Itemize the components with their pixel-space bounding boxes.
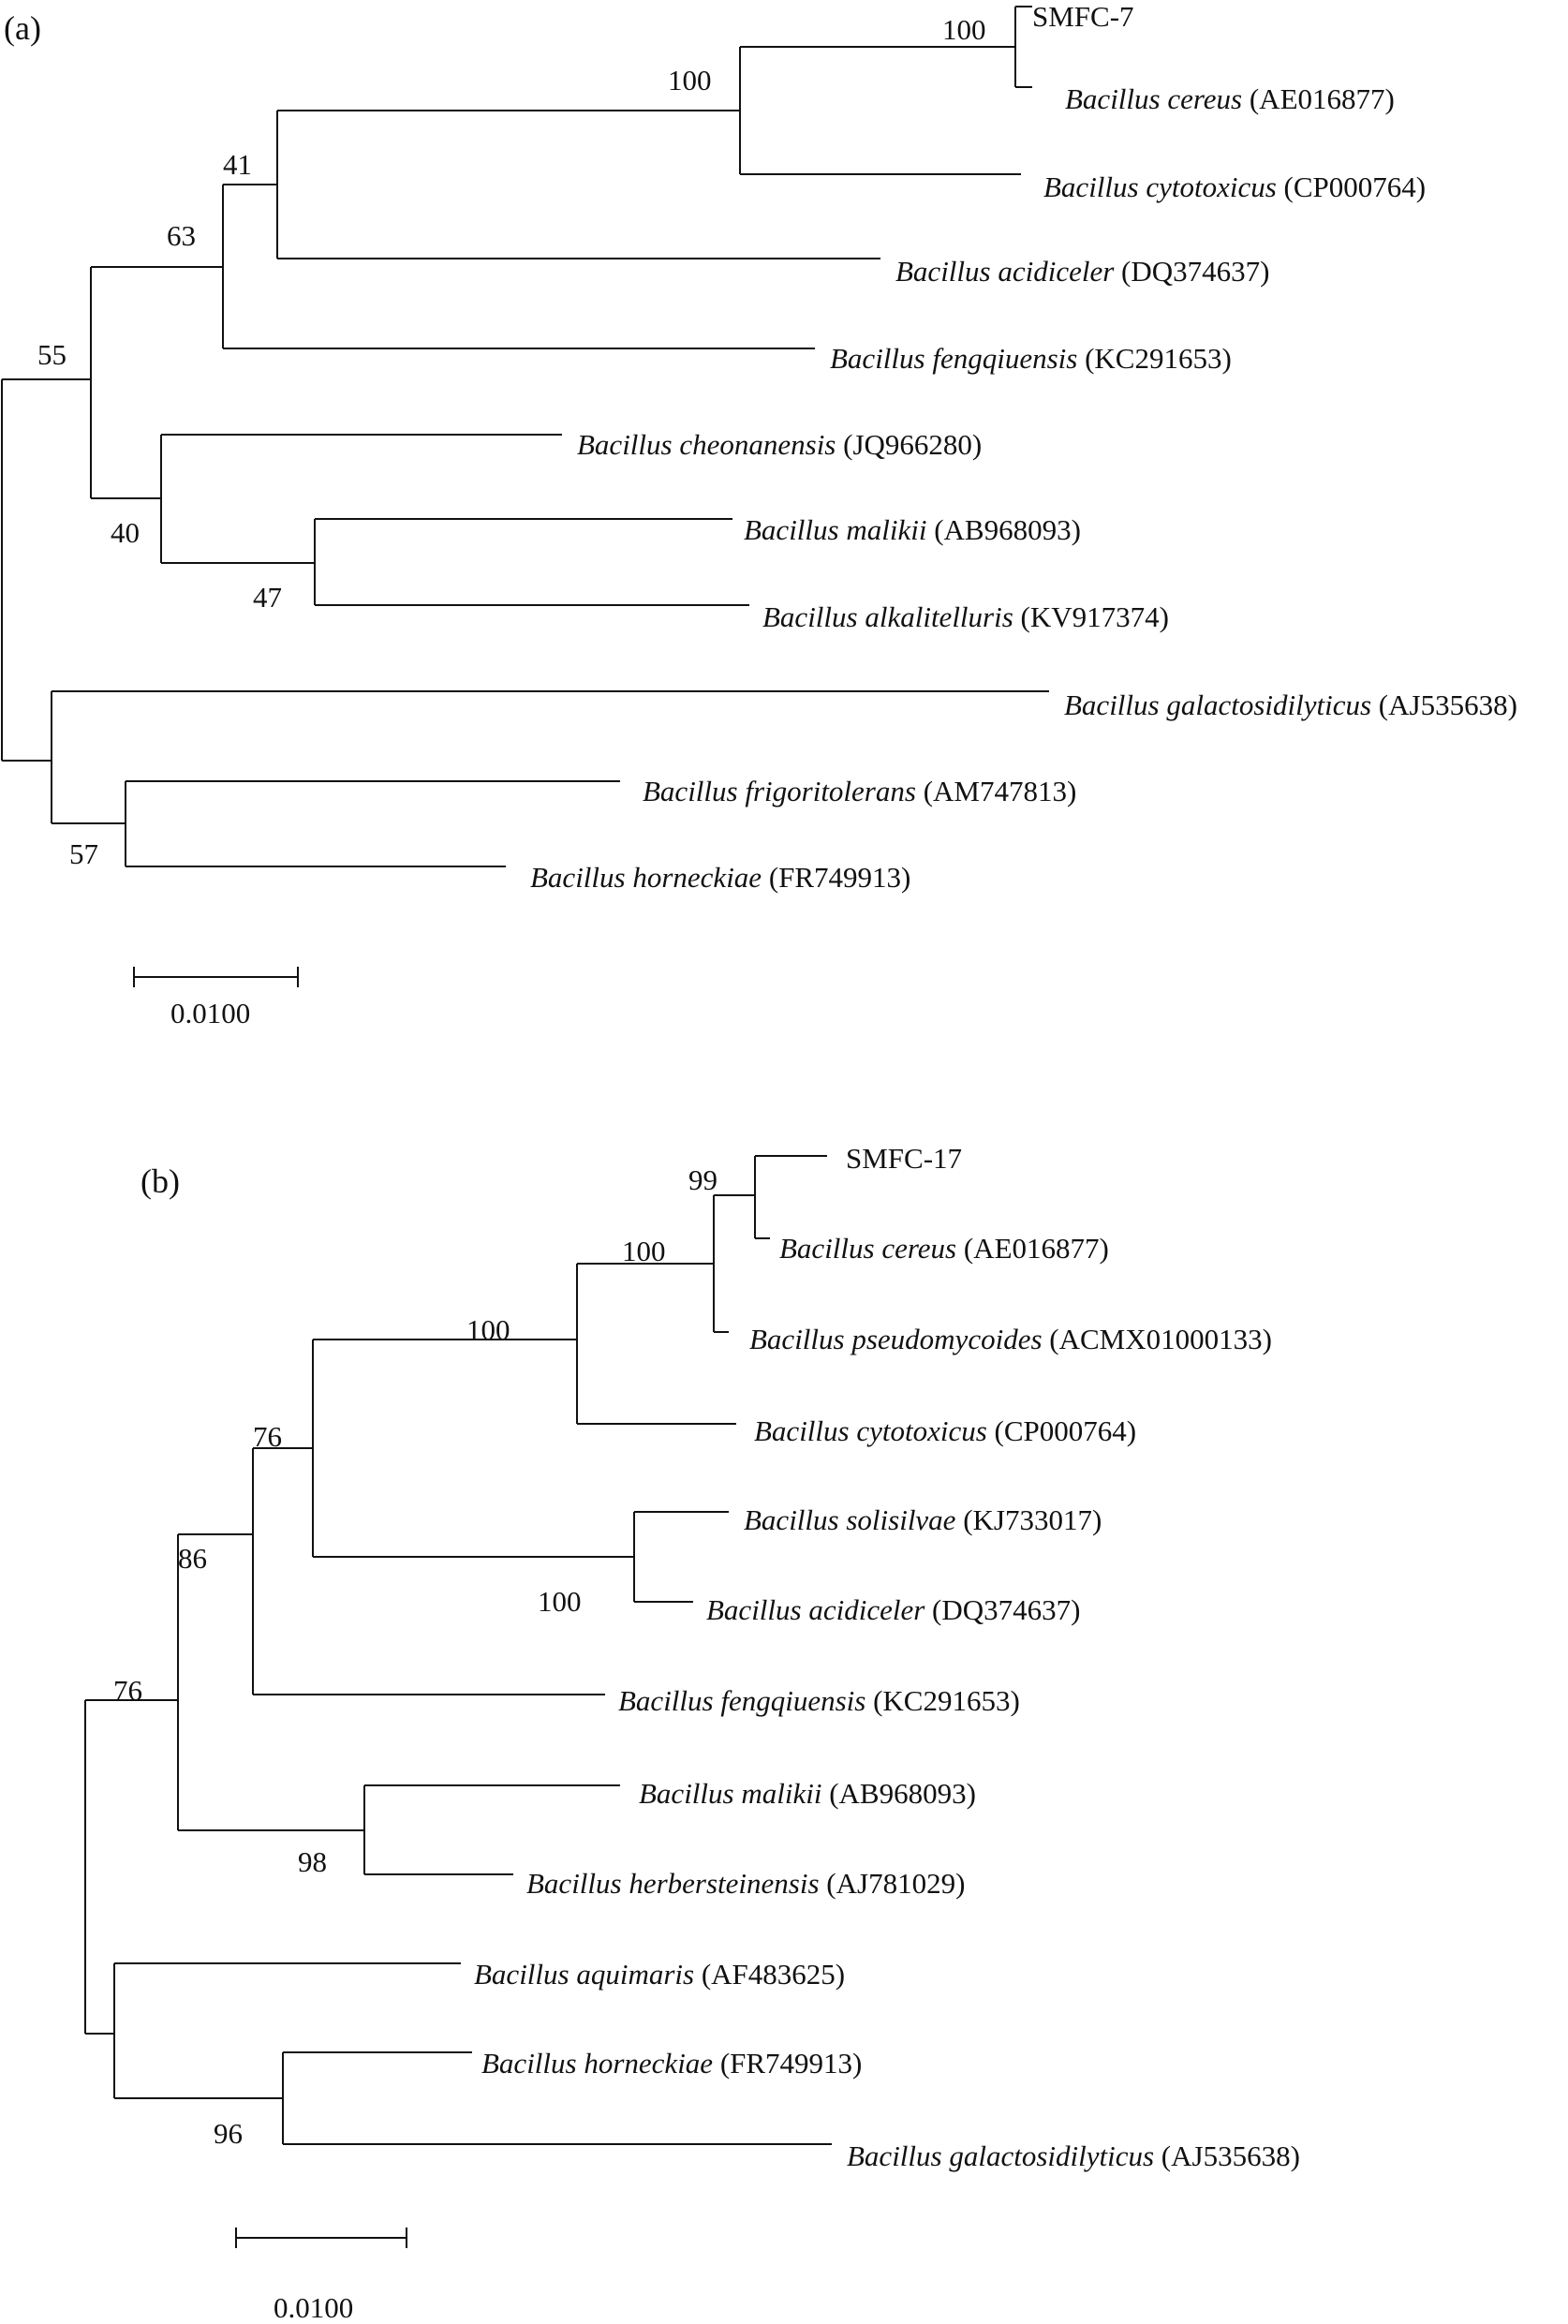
bootstrap-value: 63: [167, 219, 196, 252]
branch: [252, 1447, 605, 1695]
leaf-label: Bacillus cereus (AE016877): [1065, 82, 1395, 115]
leaf-label: Bacillus acidiceler (DQ374637): [706, 1593, 1080, 1626]
leaf-label: Bacillus cereus (AE016877): [779, 1232, 1109, 1265]
branch: [713, 1194, 755, 1333]
bootstrap-value: 47: [253, 581, 282, 614]
bootstrap-value: 100: [538, 1585, 582, 1618]
branch: [576, 1263, 736, 1425]
leaf-label: Bacillus cytotoxicus (CP000764): [1043, 170, 1426, 203]
tree-b: (b) SMFC-17 Bacillus cereus (AE016877) B…: [84, 1142, 1300, 2324]
branch: [363, 1784, 620, 1875]
branch: [1014, 6, 1032, 88]
bootstrap-value: 76: [113, 1674, 142, 1707]
branch: [90, 266, 223, 499]
branch: [312, 1339, 634, 1558]
bootstrap-value: 100: [668, 64, 712, 96]
branch: [125, 780, 620, 867]
leaf-label: Bacillus malikii (AB968093): [744, 513, 1081, 546]
bootstrap-value: 100: [466, 1313, 510, 1346]
branch: [113, 1962, 461, 2099]
tree-a-bootstrap-values: 100 100 41 63 55 40 47 57: [37, 13, 986, 870]
branch: [1, 378, 91, 762]
leaf-label: Bacillus alkalitelluris (KV917374): [762, 600, 1169, 633]
panel-label-b: (b): [141, 1162, 180, 1200]
branch: [160, 434, 562, 564]
branch: [739, 46, 1021, 175]
leaf-label: Bacillus fengqiuensis (KC291653): [830, 342, 1232, 375]
leaf-label: SMFC-7: [1032, 0, 1134, 33]
bootstrap-value: 99: [688, 1163, 717, 1196]
leaf-label: Bacillus galactosidilyticus (AJ535638): [1064, 688, 1517, 721]
branch: [633, 1511, 729, 1603]
leaf-label: Bacillus galactosidilyticus (AJ535638): [847, 2139, 1300, 2172]
branch: [754, 1155, 827, 1239]
leaf-label: Bacillus malikii (AB968093): [639, 1777, 976, 1810]
panel-label-a: (a): [4, 9, 41, 47]
branch: [276, 110, 880, 259]
bootstrap-value: 41: [223, 148, 252, 181]
tree-b-bootstrap-values: 99 100 100 76 100 86 76 98 96: [113, 1163, 717, 2150]
bootstrap-value: 100: [942, 13, 986, 46]
branch: [177, 1533, 364, 1831]
bootstrap-value: 55: [37, 338, 67, 371]
bootstrap-value: 98: [298, 1845, 327, 1878]
tree-a-branches: [1, 6, 1049, 867]
scale-bar-a: 0.0100: [133, 967, 299, 1029]
bootstrap-value: 96: [214, 2117, 243, 2150]
leaf-label: Bacillus pseudomycoides (ACMX01000133): [749, 1323, 1272, 1355]
leaf-label: Bacillus aquimaris (AF483625): [474, 1958, 845, 1991]
branch: [84, 1699, 178, 2035]
branch: [51, 690, 1049, 824]
tree-b-branches: [84, 1155, 832, 2145]
bootstrap-value: 100: [622, 1235, 666, 1267]
bootstrap-value: 86: [178, 1542, 207, 1575]
leaf-label: Bacillus frigoritolerans (AM747813): [643, 775, 1076, 807]
leaf-label: Bacillus herbersteinensis (AJ781029): [526, 1867, 965, 1900]
leaf-label: Bacillus acidiceler (DQ374637): [895, 255, 1269, 288]
branch: [222, 184, 815, 349]
leaf-label: Bacillus cytotoxicus (CP000764): [754, 1414, 1136, 1447]
branch: [314, 518, 749, 606]
bootstrap-value: 76: [253, 1420, 282, 1453]
bootstrap-value: 40: [111, 516, 140, 549]
tree-b-leaf-labels: SMFC-17 Bacillus cereus (AE016877) Bacil…: [474, 1142, 1300, 2172]
tree-a-leaf-labels: SMFC-7 Bacillus cereus (AE016877) Bacill…: [530, 0, 1517, 894]
scale-bar-line: [235, 2228, 407, 2248]
leaf-label: Bacillus horneckiae (FR749913): [481, 2047, 862, 2080]
scale-bar-line: [133, 967, 299, 987]
leaf-label: Bacillus fengqiuensis (KC291653): [618, 1684, 1020, 1717]
leaf-label: Bacillus cheonanensis (JQ966280): [577, 428, 982, 461]
tree-a: (a) SMFC-7 Bacillus cereus (AE016877) Ba…: [1, 0, 1517, 1029]
scale-bar-label: 0.0100: [170, 997, 250, 1029]
leaf-label: SMFC-17: [846, 1142, 962, 1175]
leaf-label: Bacillus horneckiae (FR749913): [530, 861, 910, 894]
bootstrap-value: 57: [69, 837, 98, 870]
scale-bar-label: 0.0100: [274, 2291, 353, 2324]
leaf-label: Bacillus solisilvae (KJ733017): [744, 1503, 1102, 1536]
scale-bar-b: 0.0100: [235, 2228, 407, 2324]
